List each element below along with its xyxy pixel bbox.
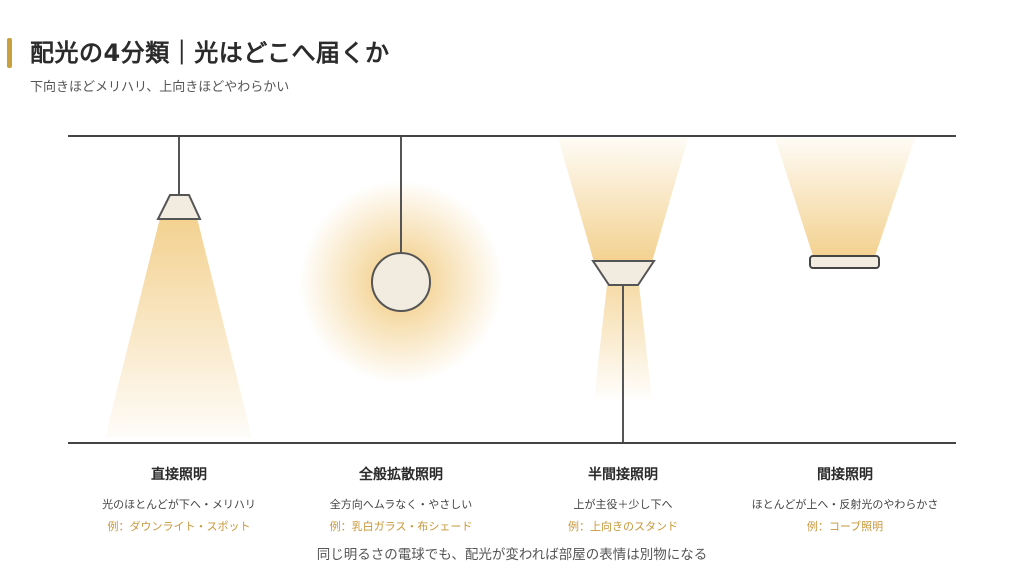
diffuse-lighting-caption: 全般拡散照明 全方向へムラなく・やさしい 例：乳白ガラス・布シェード	[286, 464, 516, 534]
indirect-lighting-caption: 間接照明 ほとんどが上へ・反射光のやわらかさ 例：コーブ照明	[730, 464, 960, 534]
direct-lighting-figure	[105, 136, 252, 438]
direct-lighting-caption: 直接照明 光のほとんどが下へ・メリハリ 例：ダウンライト・スポット	[64, 464, 294, 534]
type-name: 間接照明	[817, 467, 873, 483]
diffuse-globe-lamp	[371, 252, 431, 312]
type-description: 光のほとんどが下へ・メリハリ	[102, 498, 256, 511]
semi-indirect-upward-beam	[558, 138, 688, 262]
type-description: 上が主役＋少し下へ	[573, 498, 673, 511]
direct-lamp-shade	[156, 194, 202, 220]
type-name: 半間接照明	[588, 467, 658, 483]
type-example: 例：上向きのスタンド	[568, 520, 678, 533]
type-name: 直接照明	[151, 467, 207, 483]
page-subtitle: 下向きほどメリハリ、上向きほどやわらかい	[30, 80, 290, 95]
diffuse-lighting-figure	[299, 136, 503, 384]
semi-indirect-lamp-shade	[591, 260, 656, 286]
type-description: 全方向へムラなく・やさしい	[329, 498, 473, 511]
page-title: 配光の4分類｜光はどこへ届くか	[30, 39, 390, 67]
indirect-lighting-figure	[775, 138, 915, 269]
type-example: 例：乳白ガラス・布シェード	[329, 520, 473, 533]
indirect-cove-fixture	[809, 255, 880, 269]
indirect-upward-beam	[775, 138, 915, 256]
footer-note: 同じ明るさの電球でも、配光が変われば部屋の表情は別物になる	[316, 547, 708, 563]
type-name: 全般拡散照明	[359, 467, 443, 483]
semi-indirect-lighting-caption: 半間接照明 上が主役＋少し下へ 例：上向きのスタンド	[508, 464, 738, 534]
type-example: 例：コーブ照明	[806, 520, 884, 533]
direct-light-beam	[105, 218, 252, 438]
title-accent-bar	[7, 38, 12, 68]
type-description: ほとんどが上へ・反射光のやわらかさ	[751, 498, 939, 511]
semi-indirect-lighting-figure	[558, 138, 688, 443]
type-example: 例：ダウンライト・スポット	[107, 520, 251, 533]
